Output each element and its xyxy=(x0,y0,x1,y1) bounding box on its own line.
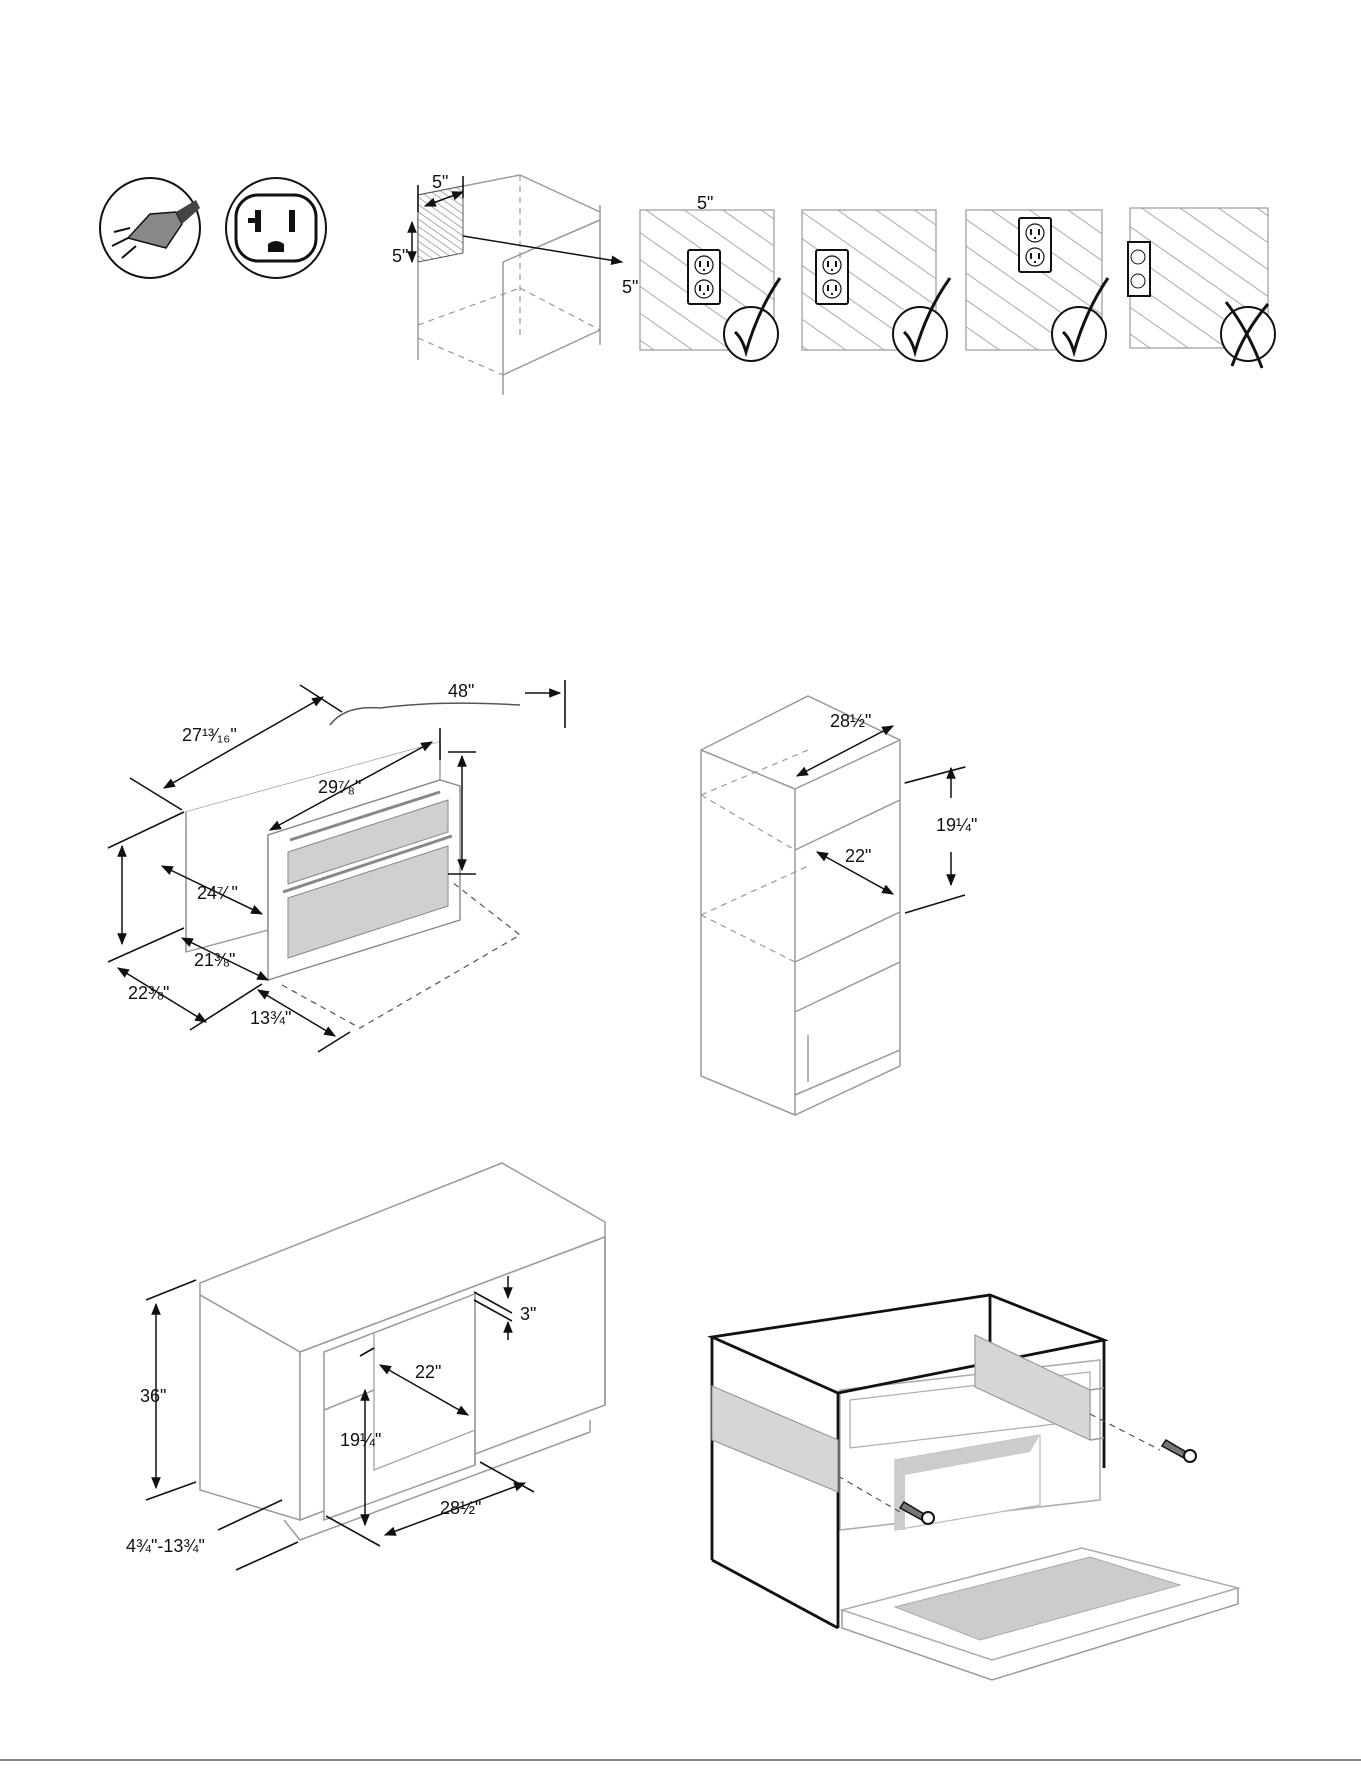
outlet-location-cabinet xyxy=(418,175,600,395)
width-front-label: 29⁷⁄₈" xyxy=(318,777,361,797)
plug-icon xyxy=(100,178,200,278)
base-cabinet-height-label: 36" xyxy=(140,1386,166,1406)
screw-icon xyxy=(1162,1440,1196,1462)
depth-total-label: 22⅜" xyxy=(128,983,169,1003)
panel-height-label: 5" xyxy=(622,277,638,297)
toe-kick-label: 4¾"-13¾" xyxy=(126,1536,205,1556)
wall-cabinet-width-label: 28½" xyxy=(830,711,871,731)
oven-dimension-drawing: 48" 27¹³⁄₁₆" 29⁷⁄₈" 24⁷⁄ " 21⅜" 22⅜" 13¾… xyxy=(108,680,565,1052)
panel-width-label: 5" xyxy=(697,193,713,213)
door-depth-label: 13¾" xyxy=(250,1008,291,1028)
clearance-width-label: 5" xyxy=(432,172,448,192)
cord-length-label: 48" xyxy=(448,681,474,701)
base-cabinet-drawing: 36" 3" 22" 19¼" 28½" 4¾"-13¾" xyxy=(126,1163,605,1570)
wall-cabinet-drawing: 28½" 22" 19¼" xyxy=(701,696,977,1115)
wall-cabinet-depth-label: 22" xyxy=(845,846,871,866)
cutout-width-label: 28½" xyxy=(440,1498,481,1518)
base-cabinet-depth-label: 22" xyxy=(415,1362,441,1382)
cutout-height-label: 19¼" xyxy=(340,1430,381,1450)
height-label: 24⁷⁄ " xyxy=(197,883,238,903)
receptacle-icon xyxy=(226,178,326,278)
top-clearance-label: 3" xyxy=(520,1304,536,1324)
clearance-height-label: 5" xyxy=(392,246,408,266)
oven-mounting-drawing xyxy=(712,1295,1238,1680)
depth-overall-label: 27¹³⁄₁₆" xyxy=(182,725,237,745)
body-depth-label: 21⅜" xyxy=(194,950,235,970)
wall-cabinet-height-label: 19¼" xyxy=(936,815,977,835)
